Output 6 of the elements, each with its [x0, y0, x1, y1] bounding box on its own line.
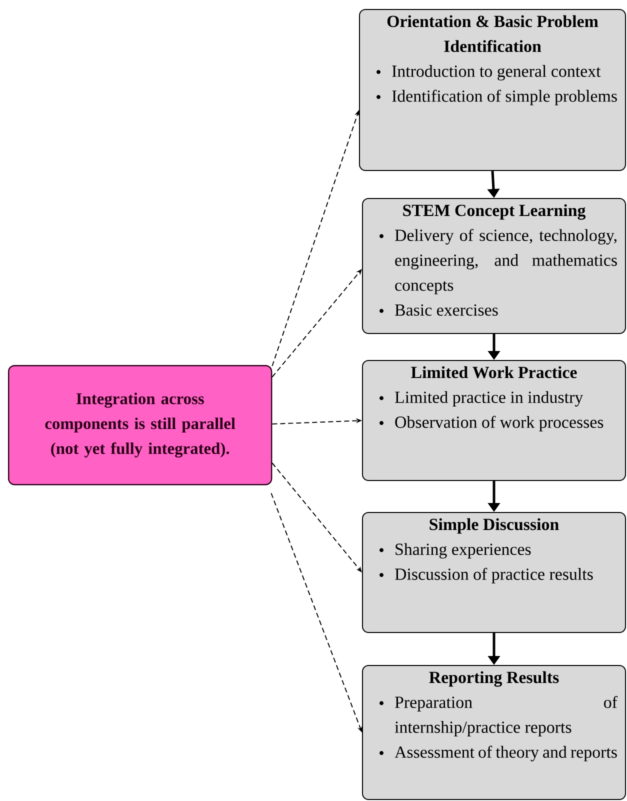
process-box: STEM Concept Learning Delivery of science, technology, engineering, and mathematics concepts Basic exercises: [362, 198, 626, 334]
process-box: Limited Work Practice Limited practice in industry Observation of work processes: [362, 360, 626, 481]
note-box: Integration across components is still parallel (not yet fully integrated).: [8, 365, 272, 486]
process-box: Reporting Results Preparation of internship/practice reports Assessment of theory and reports: [362, 665, 626, 800]
process-box: Orientation & Basic Problem Identification Introduction to general context Identification of simple problems: [359, 9, 626, 171]
process-box: Simple Discussion Sharing experiences Discussion of practice results: [362, 512, 626, 633]
